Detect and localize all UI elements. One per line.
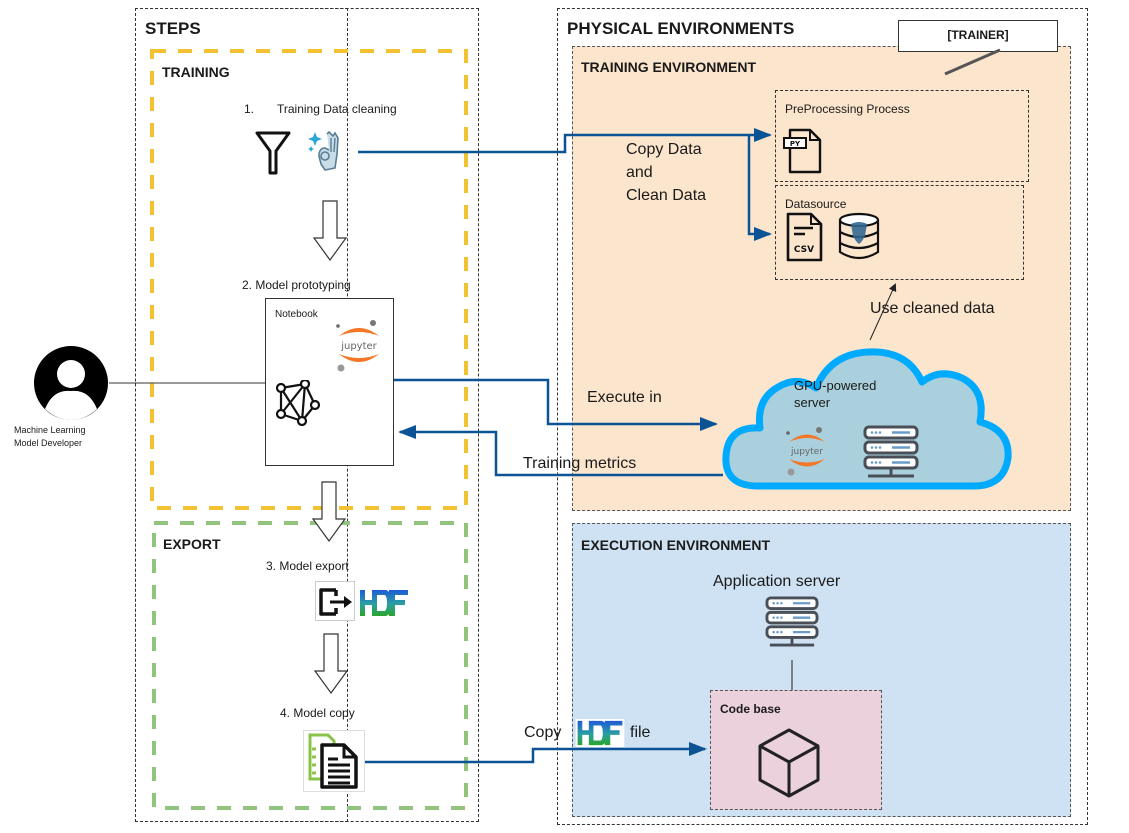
preprocessing-process-box: [775, 90, 1029, 182]
physical-environments-title: PHYSICAL ENVIRONMENTS: [567, 19, 795, 38]
training-metrics-label: Training metrics: [523, 455, 637, 472]
hdf-logo-icon: [358, 588, 410, 618]
step4-label: 4. Model copy: [280, 706, 355, 720]
python-file-icon: PY: [783, 128, 822, 174]
copy-clean-label-line1: Copy Data: [626, 141, 702, 158]
step1-label: Training Data cleaning: [277, 102, 397, 116]
step1-number: 1.: [244, 102, 255, 116]
python-file-text: PY: [790, 140, 801, 148]
csv-file-text: CSV: [794, 245, 814, 255]
actor-label-line2: Model Developer: [14, 438, 83, 448]
jupyter-logo-icon: jupyter: [336, 320, 379, 372]
package-cube-icon: [758, 728, 820, 798]
training-title: TRAINING: [162, 64, 230, 80]
copy-clean-label-line2: and: [626, 164, 653, 181]
gpu-cloud-server: [722, 348, 1012, 490]
datasource-box: [775, 185, 1024, 280]
use-cleaned-data-label: Use cleaned data: [870, 300, 995, 317]
application-server-icon: [765, 596, 819, 647]
step2-label: 2. Model prototyping: [242, 278, 351, 292]
funnel-icon: [255, 131, 291, 175]
step3-label: 3. Model export: [266, 559, 349, 573]
training-environment-title: TRAINING ENVIRONMENT: [581, 59, 756, 75]
code-base-box: [710, 690, 882, 810]
down-arrow-icon: [313, 633, 349, 695]
cloud-label-line2: server: [794, 395, 831, 410]
execution-environment-title: EXECUTION ENVIRONMENT: [581, 537, 771, 553]
postgres-database-icon: [838, 212, 880, 260]
export-title: EXPORT: [163, 536, 221, 552]
steps-title: STEPS: [145, 19, 201, 38]
cloud-label-line1: GPU-powered: [794, 378, 877, 393]
down-arrow-icon: [312, 200, 348, 262]
export-icon: [319, 588, 352, 616]
actor-label-line1: Machine Learning: [14, 425, 86, 435]
copy-clean-label-line3: Clean Data: [626, 187, 707, 204]
application-server-label: Application server: [713, 573, 841, 590]
code-base-label: Code base: [720, 702, 781, 716]
copy-file-label-suffix: file: [630, 724, 651, 741]
datasource-label: Datasource: [785, 197, 847, 211]
server-rack-icon: [863, 425, 919, 478]
user-avatar-icon: [34, 346, 108, 420]
copy-document-icon: [308, 733, 358, 789]
jupyter-text: jupyter: [790, 447, 823, 457]
network-graph-icon: [275, 380, 321, 426]
notebook-card[interactable]: [265, 298, 394, 466]
svg-text:jupyter: jupyter: [340, 341, 377, 352]
trainer-tag: [TRAINER]: [898, 20, 1058, 52]
sparkle-ok-hand-icon: [308, 130, 339, 171]
preprocessing-label: PreProcessing Process: [785, 102, 910, 116]
jupyter-logo-icon: jupyter: [786, 427, 825, 476]
hdf-logo-icon: [575, 719, 625, 747]
csv-file-icon: CSV: [786, 212, 823, 262]
down-arrow-icon: [311, 481, 347, 543]
execute-in-label: Execute in: [587, 389, 662, 406]
copy-file-label-prefix: Copy: [524, 724, 562, 741]
notebook-label: Notebook: [275, 309, 318, 320]
